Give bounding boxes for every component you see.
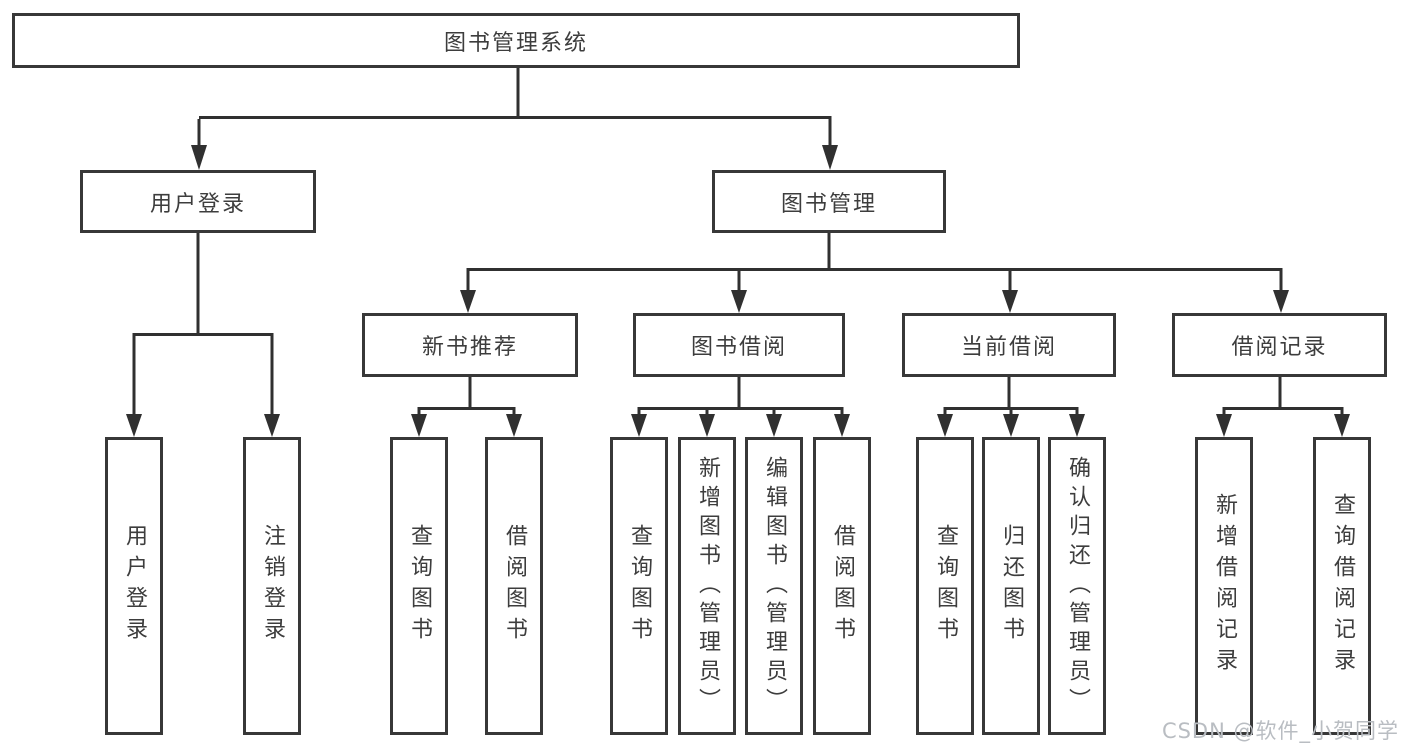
node-book-management: 图书管理: [712, 170, 946, 233]
leaf-br-add-record: 新增借阅记录: [1195, 437, 1253, 735]
node-book-borrowing: 图书借阅: [633, 313, 845, 377]
leaf-logout: 注销登录: [243, 437, 301, 735]
node-borrowing-records: 借阅记录: [1172, 313, 1387, 377]
leaf-br-query-record: 查询借阅记录: [1313, 437, 1371, 735]
leaf-nbr-borrow-books: 借阅图书: [485, 437, 543, 735]
leaf-bb-edit-books-admin: 编辑图书（管理员）: [745, 437, 803, 735]
leaf-cb-query-books: 查询图书: [916, 437, 974, 735]
node-new-book-recommendation: 新书推荐: [362, 313, 578, 377]
node-root: 图书管理系统: [12, 13, 1020, 68]
leaf-bb-query-books: 查询图书: [610, 437, 668, 735]
node-current-borrowing: 当前借阅: [902, 313, 1116, 377]
leaf-nbr-query-books: 查询图书: [390, 437, 448, 735]
csdn-watermark: CSDN @软件_小贺同学: [1161, 719, 1399, 743]
leaf-cb-confirm-return-admin: 确认归还（管理员）: [1048, 437, 1106, 735]
leaf-user-login: 用户登录: [105, 437, 163, 735]
node-user-login: 用户登录: [80, 170, 316, 233]
leaf-bb-borrow-books: 借阅图书: [813, 437, 871, 735]
leaf-cb-return-books: 归还图书: [982, 437, 1040, 735]
leaf-bb-add-books-admin: 新增图书（管理员）: [678, 437, 736, 735]
